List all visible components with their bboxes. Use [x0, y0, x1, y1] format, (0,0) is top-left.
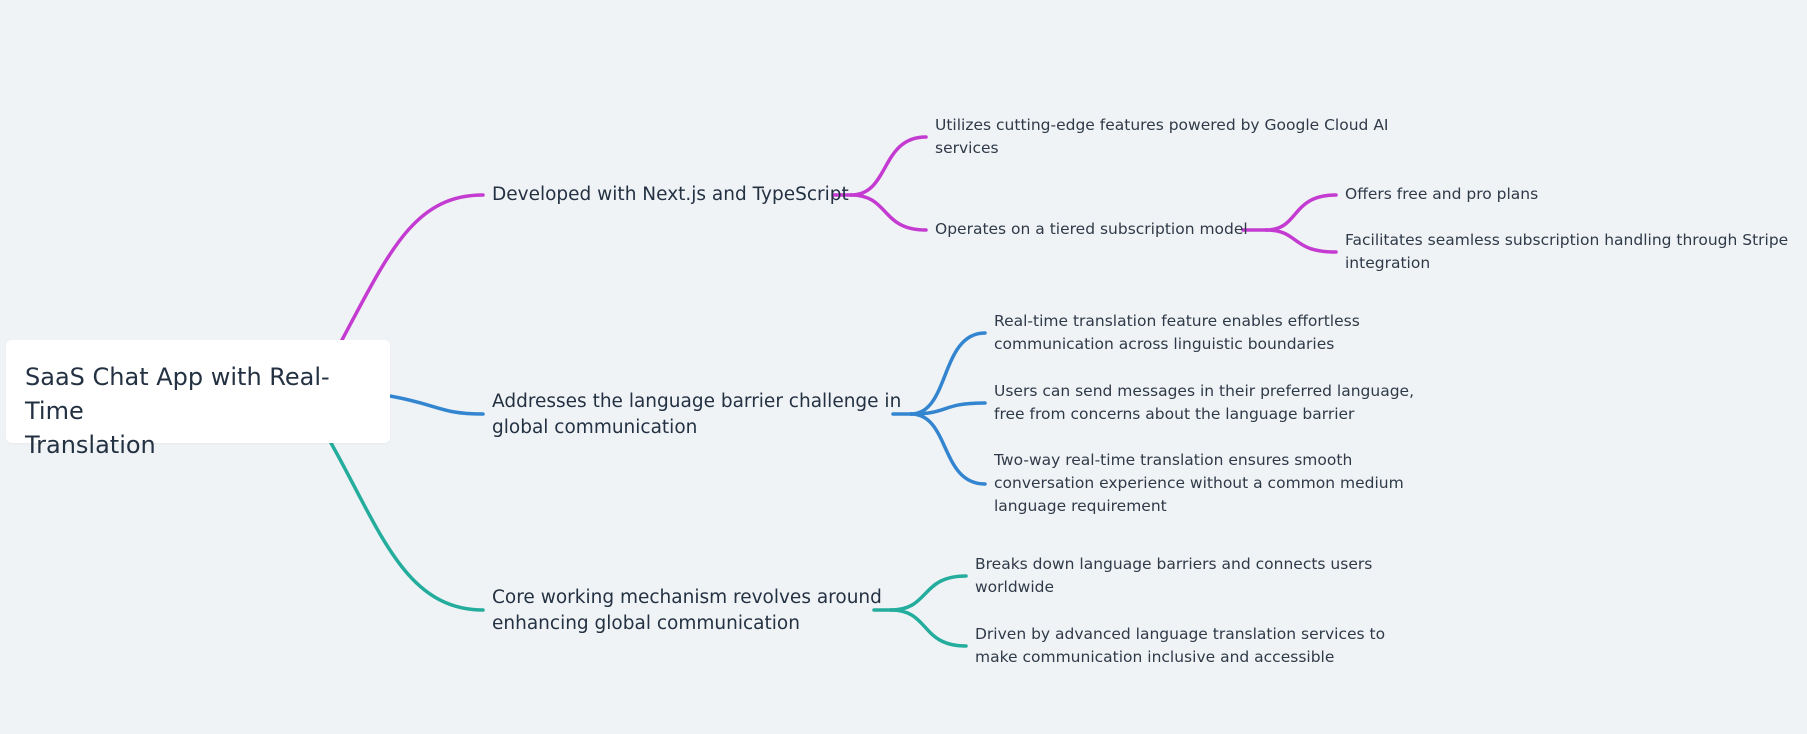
leaf-text-line: worldwide	[975, 578, 1055, 596]
leaf-text-line: Facilitates seamless subscription handli…	[1345, 231, 1789, 249]
branch-label-line: global communication	[492, 417, 698, 438]
connector-subscription-stripe	[1264, 228, 1338, 254]
leaf-node-translation-services[interactable]: Driven by advanced language translation …	[975, 623, 1385, 669]
connector-mechanism-barriers	[889, 574, 968, 612]
leaf-node-google-cloud-ai[interactable]: Utilizes cutting-edge features powered b…	[935, 114, 1389, 160]
root-node[interactable]: SaaS Chat App with Real-Time Translation	[6, 340, 390, 459]
leaf-text-line: language requirement	[994, 497, 1167, 515]
leaf-text-line: integration	[1345, 254, 1431, 272]
leaf-text-line: conversation experience without a common…	[994, 474, 1404, 492]
connector-mechanism-services	[889, 608, 968, 648]
branch-label: Developed with Next.js and TypeScript	[492, 184, 849, 205]
branch-label-line: Core working mechanism revolves around	[492, 587, 882, 608]
subbranch-node-subscription-model[interactable]: Operates on a tiered subscription model	[935, 218, 1248, 241]
leaf-text-line: Driven by advanced language translation …	[975, 625, 1386, 643]
leaf-text-line: Utilizes cutting-edge features powered b…	[935, 116, 1389, 134]
connector-problem-realtime	[909, 331, 987, 416]
leaf-text-line: communication across linguistic boundari…	[994, 335, 1335, 353]
branch-node-tech-stack[interactable]: Developed with Next.js and TypeScript	[492, 182, 849, 208]
leaf-node-free-pro-plans[interactable]: Offers free and pro plans	[1345, 183, 1538, 206]
branch-label-line: Addresses the language barrier challenge…	[492, 391, 902, 412]
leaf-text-line: services	[935, 139, 999, 157]
connector-root-mechanism	[329, 441, 485, 612]
root-title-line: SaaS Chat App with Real-Time	[25, 363, 330, 425]
leaf-node-stripe-integration[interactable]: Facilitates seamless subscription handli…	[1345, 229, 1788, 275]
connector-subscription-plans	[1264, 193, 1338, 232]
leaf-text-line: free from concerns about the language ba…	[994, 405, 1355, 423]
leaf-text-line: Users can send messages in their preferr…	[994, 382, 1414, 400]
leaf-node-realtime-translation[interactable]: Real-time translation feature enables ef…	[994, 310, 1360, 356]
leaf-text-line: make communication inclusive and accessi…	[975, 648, 1335, 666]
connector-problem-preferred	[909, 401, 987, 416]
connector-tech-subscription	[849, 193, 928, 232]
connector-root-tech	[340, 193, 485, 342]
leaf-text-line: Breaks down language barriers and connec…	[975, 555, 1373, 573]
leaf-text-line: Two-way real-time translation ensures sm…	[994, 451, 1353, 469]
leaf-node-preferred-language[interactable]: Users can send messages in their preferr…	[994, 380, 1414, 426]
branch-node-language-barrier[interactable]: Addresses the language barrier challenge…	[492, 389, 901, 441]
leaf-text-line: Real-time translation feature enables ef…	[994, 312, 1360, 330]
leaf-text-line: Offers free and pro plans	[1345, 185, 1539, 203]
leaf-node-two-way-translation[interactable]: Two-way real-time translation ensures sm…	[994, 449, 1404, 518]
branch-label-line: enhancing global communication	[492, 613, 800, 634]
connector-root-problem	[388, 394, 485, 416]
root-title-line: Translation	[25, 431, 156, 459]
connector-problem-two-way	[909, 412, 987, 486]
branch-node-core-mechanism[interactable]: Core working mechanism revolves around e…	[492, 585, 882, 637]
subbranch-text-line: Operates on a tiered subscription model	[935, 220, 1248, 238]
leaf-node-breaks-barriers[interactable]: Breaks down language barriers and connec…	[975, 553, 1372, 599]
connector-tech-google-ai	[849, 135, 928, 197]
